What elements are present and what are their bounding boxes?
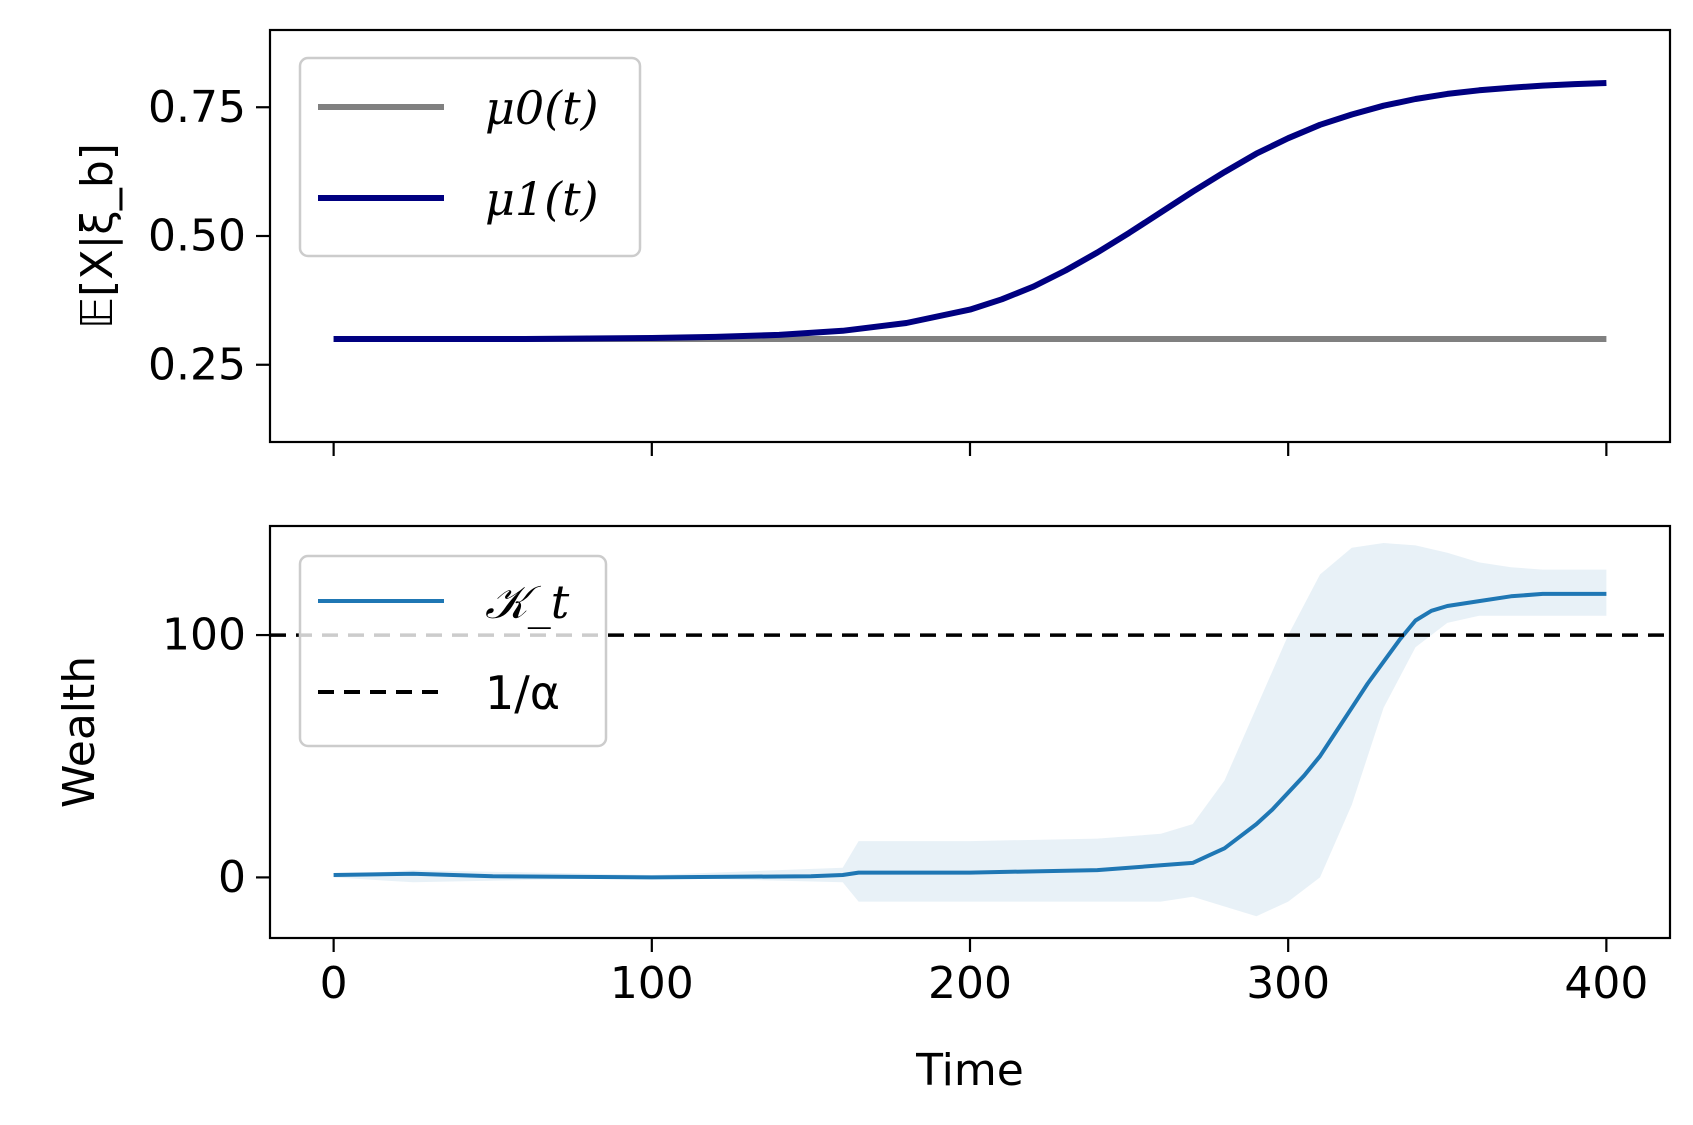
- y-tick-label: 0.75: [148, 82, 246, 133]
- x-tick-label: 0: [320, 958, 348, 1009]
- legend-label-mu1: μ1(t): [485, 172, 599, 226]
- legend-label-kappa: 𝒦_t: [485, 575, 570, 629]
- bottom-legend: 𝒦_t 1/α: [298, 554, 608, 748]
- top-legend: μ0(t) μ1(t): [298, 56, 642, 258]
- series-line-0-1: [333, 80, 1607, 342]
- x-tick-label: 400: [1564, 958, 1648, 1009]
- y-tick-label: 0.25: [148, 339, 246, 390]
- x-tick-label: 100: [610, 958, 694, 1009]
- legend-label-mu0: μ0(t): [485, 81, 599, 135]
- x-tick-label: 300: [1246, 958, 1330, 1009]
- y-tick-label: 100: [162, 610, 246, 661]
- bottom-panel: 0 100 200 300 400 0 100 Wealth Time 𝒦_t 1/α: [54, 524, 1672, 1096]
- y-tick-label: 0.50: [148, 211, 246, 262]
- legend-label-one-over-alpha: 1/α: [485, 666, 560, 720]
- y-tick-label: 0: [218, 852, 246, 903]
- x-tick-label: 200: [928, 958, 1012, 1009]
- top-y-axis-label: 𝔼[X|ξ_b]: [72, 143, 123, 329]
- bottom-y-axis-label: Wealth: [54, 656, 105, 808]
- x-axis-label: Time: [915, 1045, 1024, 1096]
- bottom-legend-box: [298, 554, 608, 748]
- series-line-1-0: [333, 591, 1607, 880]
- top-panel: 0.25 0.50 0.75 𝔼[X|ξ_b] μ0(t) μ1(t): [72, 28, 1672, 456]
